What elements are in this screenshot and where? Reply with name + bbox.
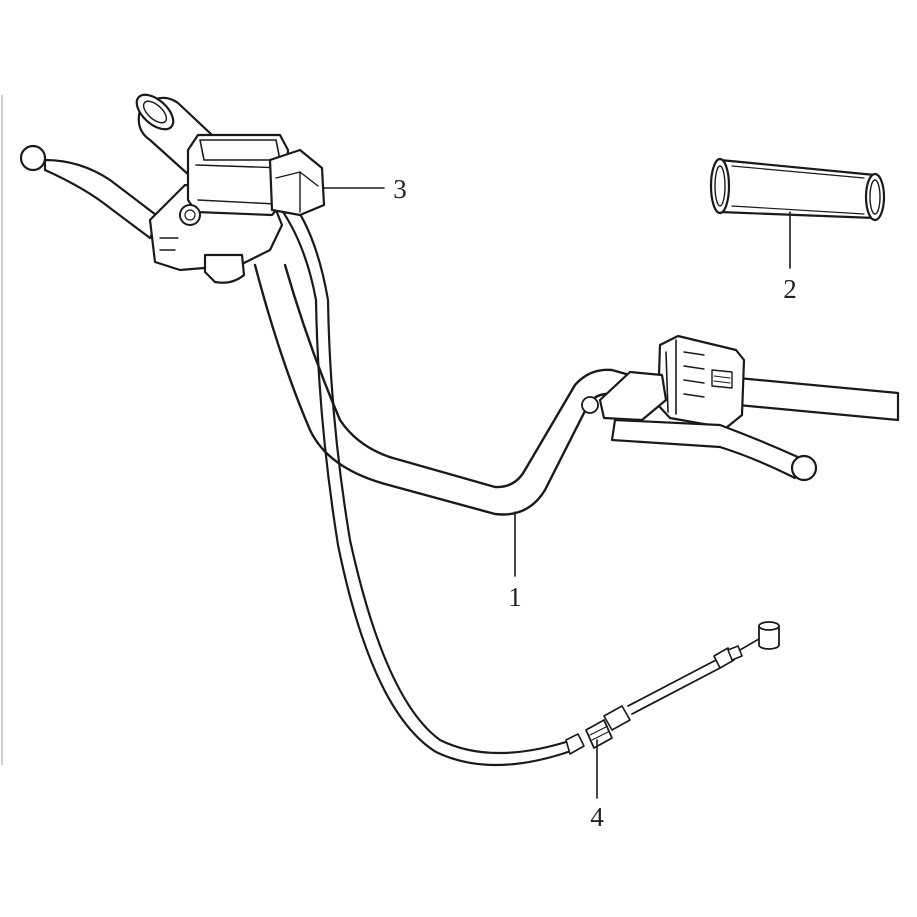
callout-1: 1 — [508, 582, 522, 612]
right-brake-lever — [610, 418, 818, 482]
callout-2: 2 — [783, 274, 797, 304]
handlebar — [253, 263, 642, 516]
left-brake-lever — [19, 144, 162, 240]
brake-master-cylinder — [19, 93, 326, 284]
right-grip-tube — [736, 376, 900, 422]
callout-3: 3 — [393, 174, 407, 204]
throttle-cable — [274, 193, 780, 767]
grip — [709, 157, 886, 222]
callout-4: 4 — [590, 802, 604, 832]
right-switch-assembly — [581, 334, 900, 482]
cable-barrel-end — [758, 621, 780, 650]
